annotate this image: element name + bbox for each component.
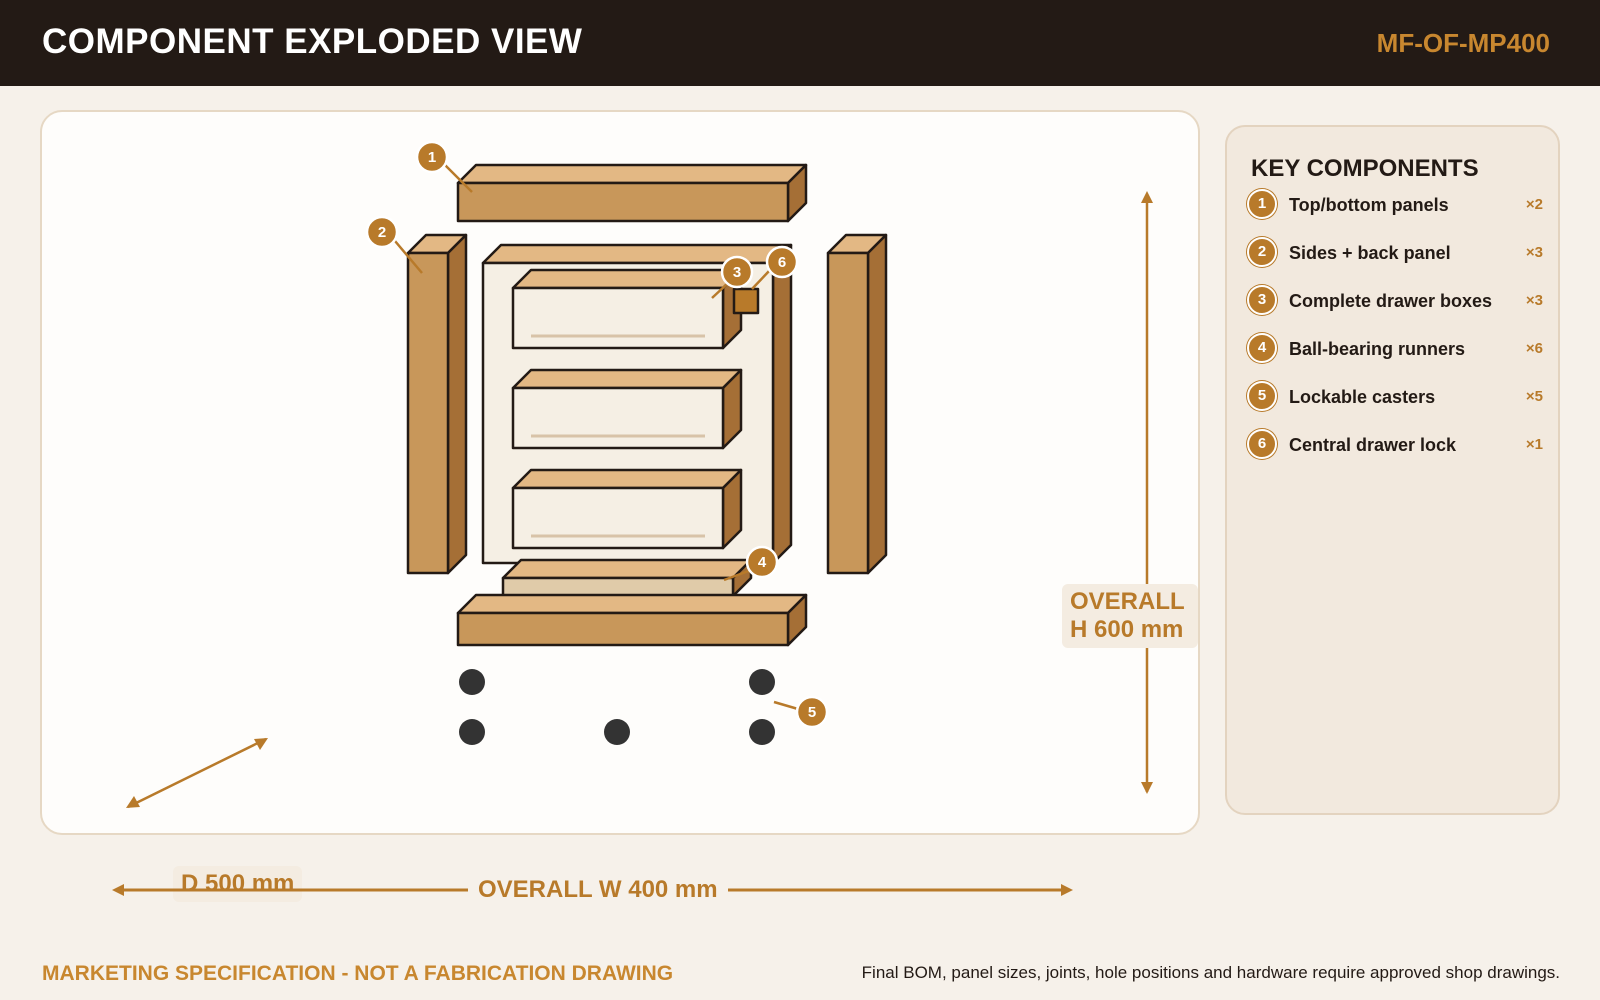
callout-badges: 1 2 3 4 5 6 bbox=[365, 140, 829, 729]
drawer-box-1 bbox=[511, 268, 743, 350]
key-item-label: Lockable casters bbox=[1289, 387, 1436, 407]
height-dimension-label: OVERALL H 600 mm bbox=[1062, 584, 1198, 648]
callout-badge-6: 6 bbox=[765, 245, 799, 279]
callout-number: 1 bbox=[428, 149, 436, 166]
width-dimension: OVERALL W 400 mm bbox=[110, 870, 1075, 910]
key-item-qty: ×1 bbox=[1525, 436, 1543, 453]
key-item-label: Complete drawer boxes bbox=[1289, 291, 1493, 311]
drawer-lock bbox=[732, 287, 760, 315]
casters bbox=[459, 669, 775, 745]
shop-drawing-note: Final BOM, panel sizes, joints, hole pos… bbox=[861, 963, 1560, 982]
caster bbox=[749, 669, 775, 695]
callout-badge-4: 4 bbox=[745, 545, 779, 579]
callout-number: 2 bbox=[378, 224, 386, 241]
key-item-qty: ×6 bbox=[1525, 340, 1543, 357]
key-item-label: Central drawer lock bbox=[1289, 435, 1457, 455]
drawer-box-3 bbox=[511, 468, 743, 550]
exploded-view-drawing: 1 2 3 4 5 6 bbox=[126, 140, 1153, 809]
right-side-panel bbox=[826, 233, 888, 575]
top-panel bbox=[456, 163, 808, 223]
caster bbox=[604, 719, 630, 745]
caster bbox=[459, 669, 485, 695]
left-side-panel bbox=[406, 233, 468, 575]
key-item-sides-back-panel: 2 Sides + back panel ×3 bbox=[1247, 237, 1547, 273]
key-item-casters: 5 Lockable casters ×5 bbox=[1247, 381, 1547, 417]
key-number-badge: 6 bbox=[1247, 429, 1277, 459]
bottom-panel bbox=[456, 593, 808, 647]
key-components-title: KEY COMPONENTS bbox=[1251, 155, 1479, 182]
callout-number: 4 bbox=[758, 554, 767, 571]
key-item-qty: ×3 bbox=[1525, 292, 1543, 309]
callout-badge-2: 2 bbox=[365, 215, 399, 249]
key-item-label: Top/bottom panels bbox=[1289, 195, 1449, 215]
depth-dimension-line bbox=[126, 737, 268, 809]
width-dimension-label: OVERALL W 400 mm bbox=[468, 876, 728, 904]
runner bbox=[501, 558, 753, 598]
callout-badge-3: 3 bbox=[720, 255, 754, 289]
callout-number: 6 bbox=[778, 254, 786, 271]
callout-badge-5: 5 bbox=[795, 695, 829, 729]
product-code: MF-OF-MP400 bbox=[1376, 28, 1550, 58]
key-number-badge: 5 bbox=[1247, 381, 1277, 411]
header-bar: COMPONENT EXPLODED VIEW MF-OF-MP400 bbox=[0, 0, 1600, 86]
key-item-drawer-boxes: 3 Complete drawer boxes ×3 bbox=[1247, 285, 1547, 321]
caster bbox=[459, 719, 485, 745]
key-number-badge: 3 bbox=[1247, 285, 1277, 315]
key-item-label: Sides + back panel bbox=[1289, 243, 1451, 263]
callout-badge-1: 1 bbox=[415, 140, 449, 174]
exploded-view-canvas: 1 2 3 4 5 6 OVERALL H 600 mm D 500 mm bbox=[40, 110, 1200, 902]
key-item-qty: ×3 bbox=[1525, 244, 1543, 261]
caster bbox=[749, 719, 775, 745]
key-number-badge: 4 bbox=[1247, 333, 1277, 363]
key-components-panel: KEY COMPONENTS 1 Top/bottom panels ×2 2 … bbox=[1225, 125, 1560, 815]
key-item-drawer-lock: 6 Central drawer lock ×1 bbox=[1247, 429, 1547, 465]
key-item-label: Ball-bearing runners bbox=[1289, 339, 1466, 359]
key-number-badge: 2 bbox=[1247, 237, 1277, 267]
page-title: COMPONENT EXPLODED VIEW bbox=[42, 22, 583, 61]
key-item-qty: ×5 bbox=[1525, 388, 1543, 405]
key-item-runners: 4 Ball-bearing runners ×6 bbox=[1247, 333, 1547, 369]
depth-dimension-label: D 500 mm bbox=[173, 866, 303, 902]
callout-number: 5 bbox=[808, 704, 816, 721]
key-item-qty: ×2 bbox=[1525, 196, 1543, 213]
key-item-top-bottom-panels: 1 Top/bottom panels ×2 bbox=[1247, 189, 1547, 225]
marketing-disclaimer: MARKETING SPECIFICATION - NOT A FABRICAT… bbox=[42, 962, 674, 985]
key-number-badge: 1 bbox=[1247, 189, 1277, 219]
height-dimension-line bbox=[1141, 191, 1153, 794]
drawer-box-2 bbox=[511, 368, 743, 450]
callout-number: 3 bbox=[733, 264, 741, 281]
